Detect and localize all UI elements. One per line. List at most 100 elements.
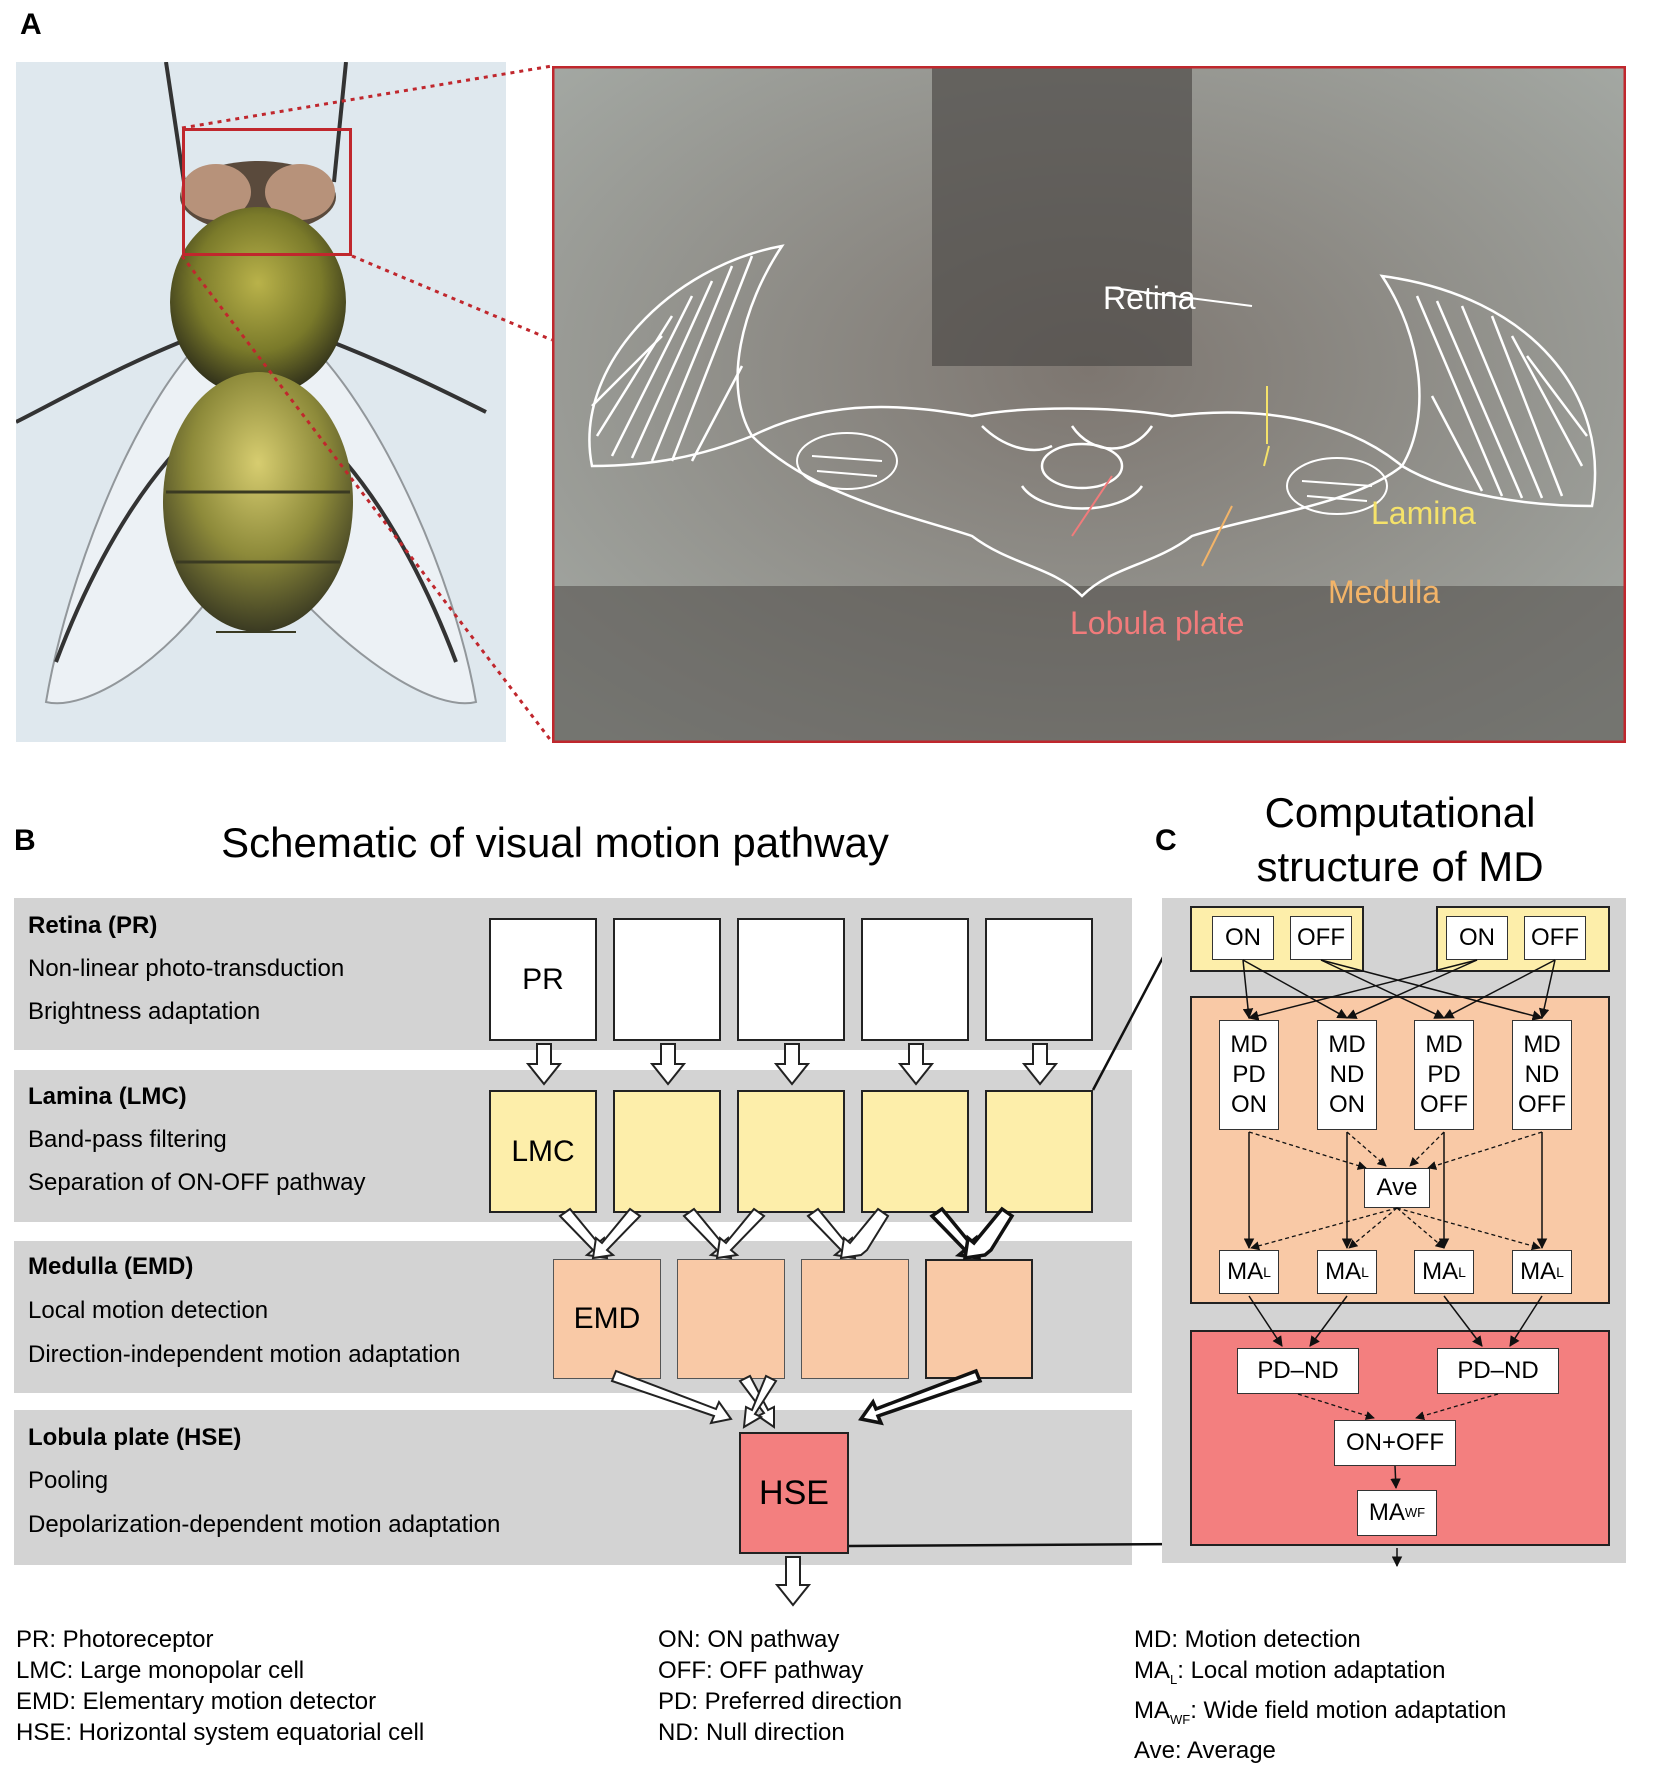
label-medulla: Medulla bbox=[1328, 574, 1441, 610]
md-pd-off-l3: OFF bbox=[1420, 1091, 1468, 1118]
pdnd-box-2: PD–ND bbox=[1437, 1348, 1559, 1394]
connector-hse-to-c bbox=[848, 1542, 1191, 1548]
arrow-emd-hse-3 bbox=[742, 1374, 778, 1429]
arrow-pr-lmc-3 bbox=[773, 1043, 811, 1086]
legend-emd: EMD: Elementary motion detector bbox=[16, 1688, 377, 1715]
pr-block-2 bbox=[613, 918, 721, 1041]
pr-block-5 bbox=[985, 918, 1093, 1041]
fly-photo bbox=[16, 62, 506, 742]
legend-hse: HSE: Horizontal system equatorial cell bbox=[16, 1719, 425, 1746]
central-brain-outline bbox=[749, 405, 1404, 598]
arrow-pr-lmc-2 bbox=[649, 1043, 687, 1086]
ma-l-text-4: MA bbox=[1520, 1258, 1557, 1285]
band-lobula-heading: Lobula plate (HSE) bbox=[28, 1424, 242, 1451]
legend-pd: PD: Preferred direction bbox=[658, 1688, 903, 1715]
band-medulla-line1: Local motion detection bbox=[28, 1297, 269, 1324]
arrow-pr-lmc-5 bbox=[1021, 1043, 1059, 1086]
on-box-1: ON bbox=[1212, 916, 1274, 960]
md-nd-off-box: MD ND OFF bbox=[1512, 1020, 1572, 1130]
md-nd-on-box: MD ND ON bbox=[1317, 1020, 1377, 1130]
label-retina: Retina bbox=[1103, 280, 1196, 316]
ma-l-text-1: MA bbox=[1227, 1258, 1264, 1285]
pr-block-1: PR bbox=[489, 918, 597, 1041]
md-nd-off-l1: MD bbox=[1523, 1031, 1561, 1058]
legend-lmc: LMC: Large monopolar cell bbox=[16, 1657, 305, 1684]
md-nd-on-l3: ON bbox=[1329, 1091, 1365, 1118]
band-lamina-line2: Separation of ON-OFF pathway bbox=[28, 1169, 366, 1196]
legend-md-text: MD: Motion detection bbox=[1134, 1626, 1361, 1653]
md-pd-on-l3: ON bbox=[1231, 1091, 1267, 1118]
panel-c-arrows bbox=[1242, 959, 1556, 1568]
arrow-pr-lmc-1 bbox=[525, 1043, 563, 1086]
legend-col-2: ON: ON pathway OFF: OFF pathway PD: Pref… bbox=[658, 1624, 902, 1748]
lmc-block-3 bbox=[737, 1090, 845, 1213]
lobula-plate-outline bbox=[796, 432, 1388, 515]
lmc-block-5 bbox=[985, 1090, 1093, 1213]
arrow-emd-hse-1 bbox=[610, 1369, 733, 1425]
legend-ave: Ave: Average bbox=[1134, 1735, 1506, 1766]
band-lobula bbox=[14, 1410, 1132, 1565]
legend-ma-l: MAL: Local motion adaptation bbox=[1134, 1655, 1506, 1695]
md-pd-on-l2: PD bbox=[1232, 1061, 1266, 1088]
medulla-leader bbox=[1201, 505, 1233, 567]
hse-block: HSE bbox=[739, 1432, 849, 1554]
band-lamina-heading: Lamina (LMC) bbox=[28, 1083, 187, 1110]
zoom-selection-box bbox=[182, 128, 352, 256]
off-box-1: OFF bbox=[1290, 916, 1352, 960]
arrow-pr-lmc-4 bbox=[897, 1043, 935, 1086]
ma-l-text-2: MA bbox=[1325, 1258, 1362, 1285]
ma-l-text-3: MA bbox=[1422, 1258, 1459, 1285]
retina-leader bbox=[1111, 287, 1253, 307]
md-nd-off-l2: ND bbox=[1524, 1061, 1560, 1088]
onoff-sum-box: ON+OFF bbox=[1334, 1420, 1456, 1466]
arrow-lmc-emd-3b bbox=[839, 1207, 890, 1260]
pdnd-box-1: PD–ND bbox=[1237, 1348, 1359, 1394]
label-lamina: Lamina bbox=[1371, 495, 1476, 531]
legend-ma-wf-post: : Wide field motion adaptation bbox=[1190, 1696, 1507, 1724]
right-retina-outline bbox=[1379, 274, 1597, 508]
ave-box: Ave bbox=[1364, 1168, 1430, 1208]
brain-zoom-panel bbox=[552, 66, 1626, 743]
off-box-2: OFF bbox=[1524, 916, 1586, 960]
legend-ma-wf-sub: WF bbox=[1170, 1711, 1191, 1727]
emd-block-1: EMD bbox=[553, 1259, 661, 1379]
pathway-arrows bbox=[525, 905, 1192, 1607]
band-lobula-line1: Pooling bbox=[28, 1467, 109, 1494]
md-pd-on-l1: MD bbox=[1230, 1031, 1268, 1058]
emd-block-4 bbox=[925, 1259, 1033, 1379]
legend-pr: PR: Photoreceptor bbox=[16, 1626, 214, 1653]
pr-block-4 bbox=[861, 918, 969, 1041]
md-pd-off-box: MD PD OFF bbox=[1414, 1020, 1474, 1130]
ma-l-sub-4: L bbox=[1556, 1264, 1564, 1280]
legend-ma-wf: MAWF: Wide field motion adaptation bbox=[1134, 1695, 1506, 1735]
legend-on: ON: ON pathway bbox=[658, 1626, 840, 1653]
panel-b-title: Schematic of visual motion pathway bbox=[221, 819, 889, 866]
panel-c-letter: C bbox=[1155, 824, 1177, 857]
legend-off: OFF: OFF pathway bbox=[658, 1657, 864, 1684]
legend-ma-l-post: : Local motion adaptation bbox=[1177, 1657, 1446, 1684]
md-nd-on-l1: MD bbox=[1328, 1031, 1366, 1058]
md-nd-off-l3: OFF bbox=[1518, 1091, 1566, 1118]
arrow-hse-output bbox=[774, 1556, 812, 1607]
band-lamina-line1: Band-pass filtering bbox=[28, 1126, 227, 1153]
arrow-lmc-emd-4b bbox=[962, 1206, 1015, 1261]
legend-nd: ND: Null direction bbox=[658, 1719, 845, 1746]
band-retina-line1: Non-linear photo-transduction bbox=[28, 955, 345, 982]
panel-b-letter: B bbox=[14, 824, 36, 857]
label-lobula-plate: Lobula plate bbox=[1070, 605, 1245, 641]
lmc-block-1: LMC bbox=[489, 1090, 597, 1213]
band-medulla-line2: Direction-independent motion adaptation bbox=[28, 1341, 461, 1368]
zoom-lines bbox=[180, 64, 554, 743]
band-lobula-line2: Depolarization-dependent motion adaptati… bbox=[28, 1511, 501, 1538]
panel-a-letter: A bbox=[20, 8, 42, 41]
ma-l-sub-2: L bbox=[1361, 1264, 1369, 1280]
lmc-block-2 bbox=[613, 1090, 721, 1213]
band-retina-line2: Brightness adaptation bbox=[28, 998, 261, 1025]
ma-l-sub-3: L bbox=[1458, 1264, 1466, 1280]
arrow-lmc-emd-1b bbox=[591, 1207, 642, 1260]
md-pd-off-l1: MD bbox=[1425, 1031, 1463, 1058]
